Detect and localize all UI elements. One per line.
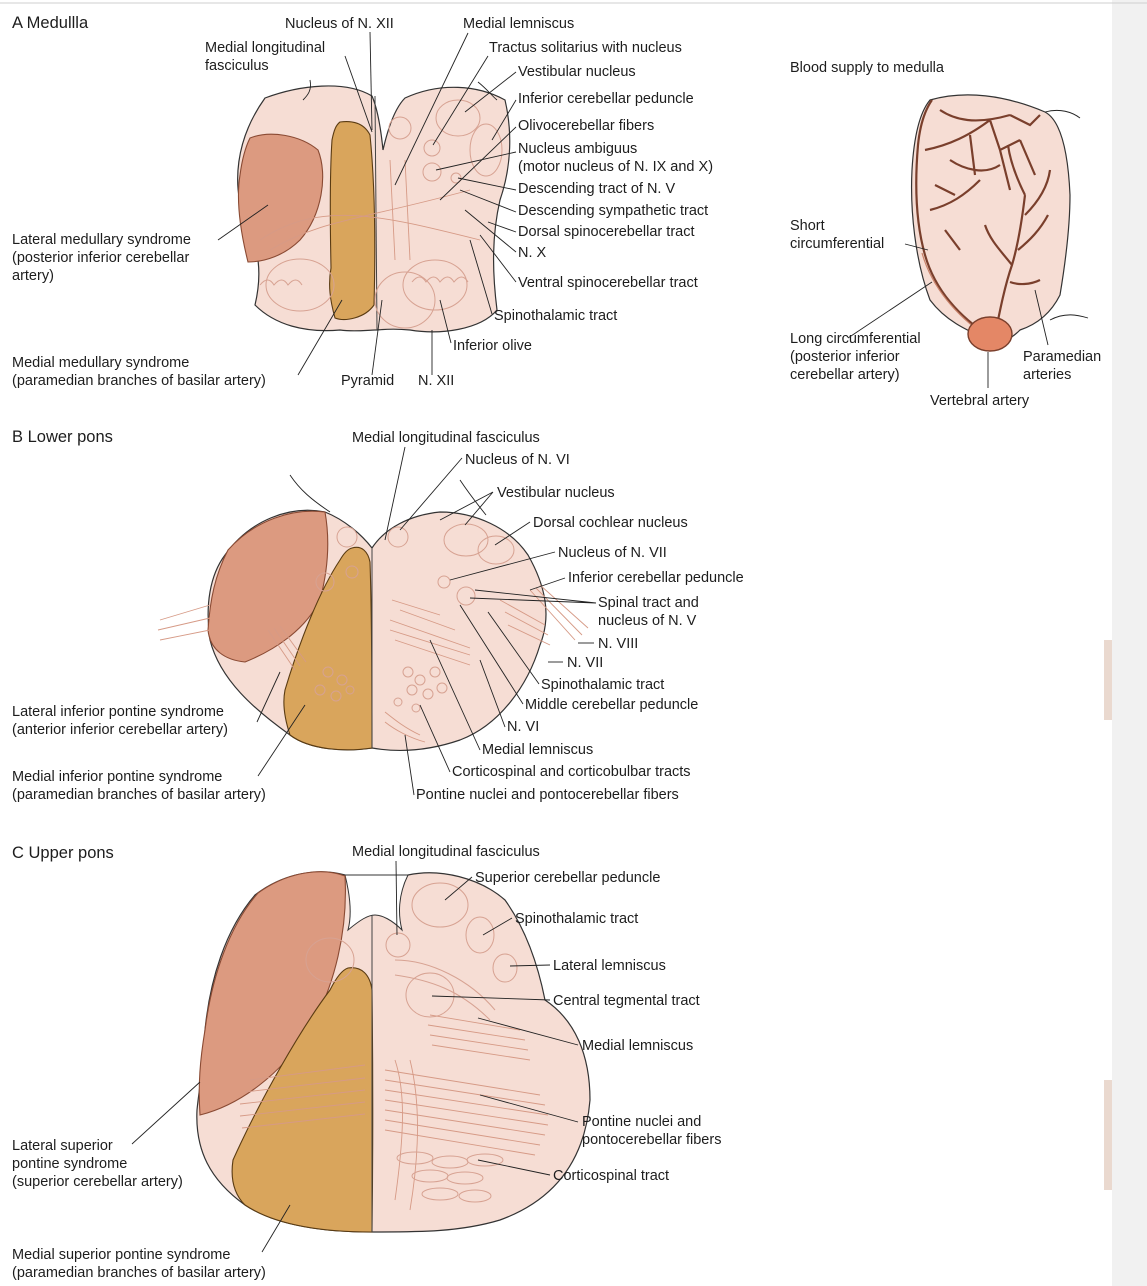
panel-a-title: A Medullla [12,14,89,32]
label-mlf: Medial longitudinal fasciculus [352,844,540,860]
label-paramedian-line1: Paramedian [1023,349,1101,365]
label-medial-syndrome-line2: (paramedian branches of basilar artery) [12,787,266,803]
label-vestibular-nucleus: Vestibular nucleus [518,64,636,80]
label-mlf-line1: Medial longitudinal [205,40,325,56]
label-long-line2: (posterior inferior [790,349,900,365]
label-tractus-solitarius: Tractus solitarius with nucleus [489,40,682,56]
outline-extension [1050,315,1088,320]
label-medial-lemniscus: Medial lemniscus [482,742,593,758]
label-corticospinal: Corticospinal tract [553,1168,669,1184]
edge-artifact [1104,1080,1112,1190]
label-medial-lemniscus: Medial lemniscus [463,16,574,32]
label-mlf: Medial longitudinal fasciculus [352,430,540,446]
label-corticospinal: Corticospinal and corticobulbar tracts [452,764,691,780]
vertebral-artery-shape [968,317,1012,351]
page-margin-strip [1112,0,1147,1286]
label-dorsal-spinocerebellar: Dorsal spinocerebellar tract [518,224,695,240]
label-lateral-syndrome-line1: Lateral superior [12,1138,113,1154]
nerve-root-fibers-left [158,605,210,640]
label-medial-lemniscus: Medial lemniscus [582,1038,693,1054]
label-spinal-tract-line1: Spinal tract and [598,595,699,611]
label-descending-n5: Descending tract of N. V [518,181,675,197]
label-lateral-lemniscus: Lateral lemniscus [553,958,666,974]
label-ambiguus-line2: (motor nucleus of N. IX and X) [518,159,713,175]
label-dorsal-cochlear: Dorsal cochlear nucleus [533,515,688,531]
label-spinothalamic: Spinothalamic tract [541,677,664,693]
label-vestibular: Vestibular nucleus [497,485,615,501]
label-lateral-syndrome-line3: (superior cerebellar artery) [12,1174,183,1190]
label-ambiguus-line1: Nucleus ambiguus [518,141,637,157]
leader-long [848,282,932,338]
label-long-line3: cerebellar artery) [790,367,900,383]
label-medial-syndrome-line2: (paramedian branches of basilar artery) [12,1265,266,1281]
label-short-line1: Short [790,218,825,234]
label-lateral-syndrome-line1: Lateral inferior pontine syndrome [12,704,224,720]
label-lateral-syndrome-line3: artery) [12,268,54,284]
medulla-section [238,80,510,332]
label-inferior-olive: Inferior olive [453,338,532,354]
label-mlf-line2: fasciculus [205,58,269,74]
label-medial-syndrome-line2: (paramedian branches of basilar artery) [12,373,266,389]
label-icp: Inferior cerebellar peduncle [518,91,694,107]
label-n6-nucleus: Nucleus of N. VI [465,452,570,468]
label-icp: Inferior cerebellar peduncle [568,570,744,586]
label-ventral-spinocerebellar: Ventral spinocerebellar tract [518,275,698,291]
label-descending-sympathetic: Descending sympathetic tract [518,203,708,219]
label-n7: N. VII [567,655,603,671]
label-spinothalamic: Spinothalamic tract [515,911,638,927]
blood-supply-diagram: Blood supply to medulla Short circumfere… [790,60,1101,409]
label-pontine-line1: Pontine nuclei and [582,1114,701,1130]
label-short-line2: circumferential [790,236,884,252]
label-medial-syndrome-line1: Medial medullary syndrome [12,355,189,371]
label-spinal-tract-line2: nucleus of N. V [598,613,697,629]
label-central-tegmental: Central tegmental tract [553,993,700,1009]
label-lateral-syndrome-line2: (anterior inferior cerebellar artery) [12,722,228,738]
label-n7-nucleus: Nucleus of N. VII [558,545,667,561]
label-pontine-line2: pontocerebellar fibers [582,1132,721,1148]
panel-b-lower-pons: B Lower pons [12,428,744,803]
label-n12-nucleus: Nucleus of N. XII [285,16,394,32]
label-scp: Superior cerebellar peduncle [475,870,660,886]
label-paramedian-line2: arteries [1023,367,1071,383]
label-n6: N. VI [507,719,539,735]
edge-artifact [1104,640,1112,720]
medial-medullary-infarct [330,122,375,320]
label-lateral-syndrome-line2: (posterior inferior cerebellar [12,250,189,266]
label-lateral-syndrome-line2: pontine syndrome [12,1156,127,1172]
label-olivocerebellar: Olivocerebellar fibers [518,118,654,134]
panel-b-title: B Lower pons [12,428,113,446]
outline-extension [290,475,330,512]
label-n8: N. VIII [598,636,638,652]
label-blood-supply-title: Blood supply to medulla [790,60,945,76]
panel-a-medulla: A Medullla Nucleus [12,14,1101,409]
panel-c-title: C Upper pons [12,844,114,862]
label-pyramid: Pyramid [341,373,394,389]
label-mcp: Middle cerebellar peduncle [525,697,698,713]
label-vertebral-artery: Vertebral artery [930,393,1030,409]
label-n10: N. X [518,245,547,261]
label-lateral-syndrome-line1: Lateral medullary syndrome [12,232,191,248]
panel-c-upper-pons: C Upper pons [12,844,721,1281]
label-medial-syndrome-line1: Medial inferior pontine syndrome [12,769,222,785]
label-n12: N. XII [418,373,454,389]
label-medial-syndrome-line1: Medial superior pontine syndrome [12,1247,230,1263]
label-spinothalamic: Spinothalamic tract [494,308,617,324]
label-pontine: Pontine nuclei and pontocerebellar fiber… [416,787,679,803]
